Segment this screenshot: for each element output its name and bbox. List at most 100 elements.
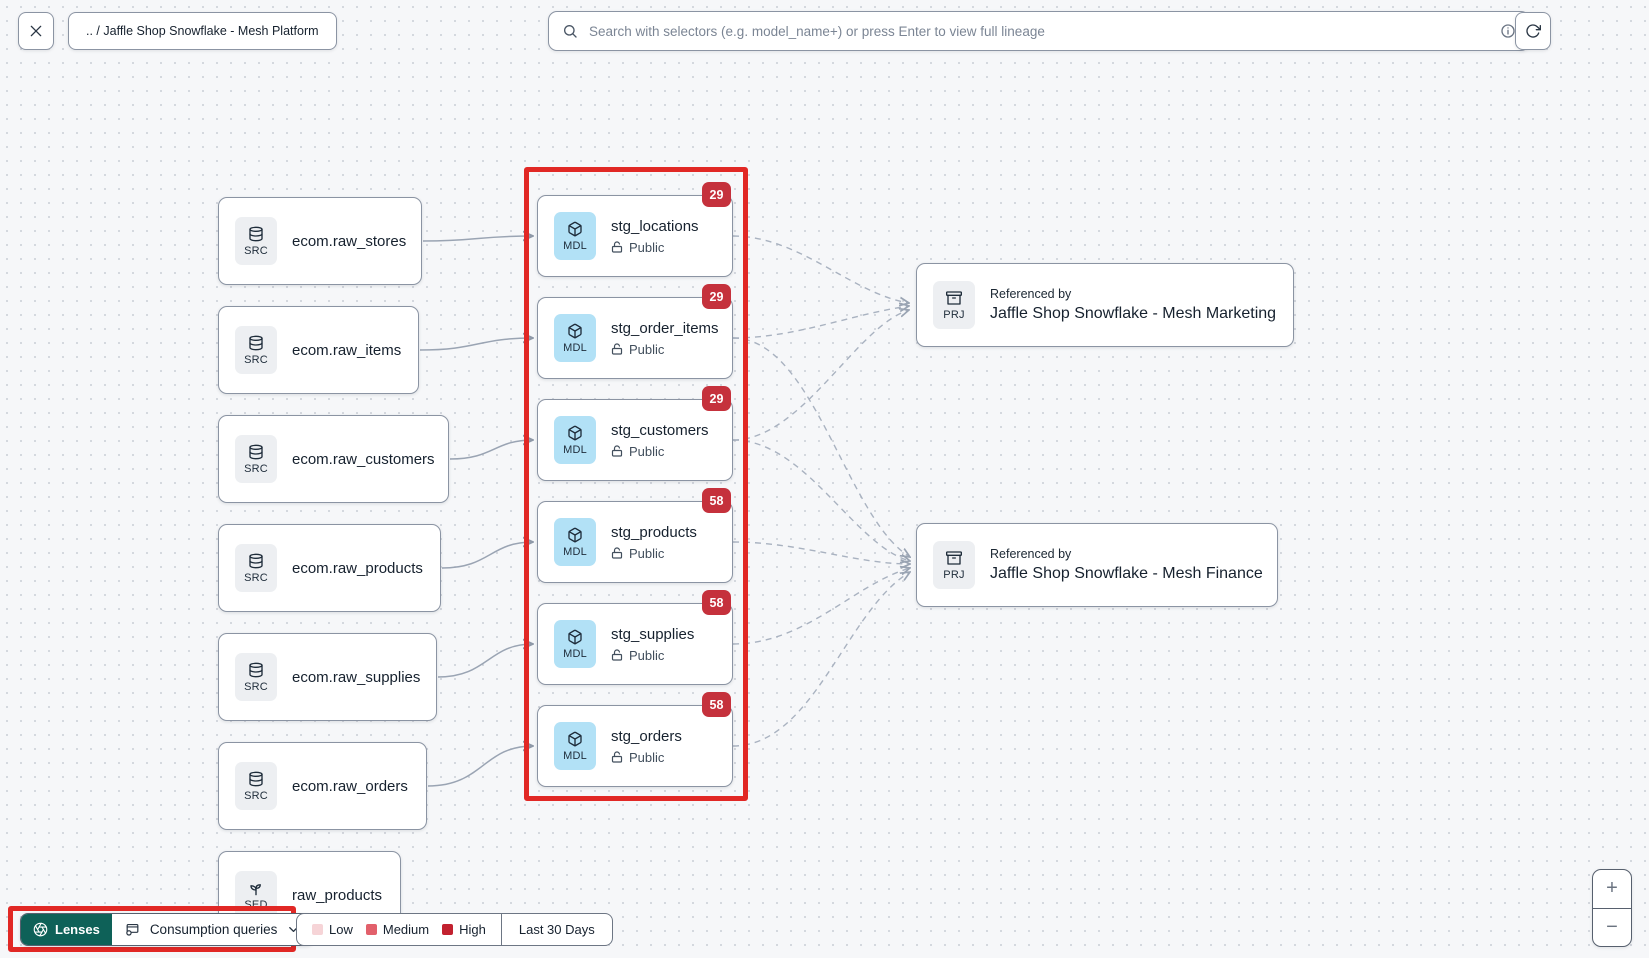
time-range-button[interactable]: Last 30 Days bbox=[502, 914, 612, 945]
database-icon bbox=[248, 444, 264, 460]
model-node-stg-customers[interactable]: 29 MDL stg_customers Public bbox=[537, 386, 733, 481]
node-type-label: MDL bbox=[563, 647, 587, 660]
zoom-out-button[interactable]: − bbox=[1593, 907, 1631, 947]
access-label: Public bbox=[629, 239, 665, 255]
source-node-raw-stores[interactable]: SRC ecom.raw_stores bbox=[218, 197, 422, 285]
legend-item-medium: Medium bbox=[365, 922, 429, 937]
legend-label-low: Low bbox=[329, 922, 353, 937]
unlock-icon bbox=[611, 649, 623, 661]
consumption-count-badge: 29 bbox=[702, 182, 731, 207]
node-label: stg_orders bbox=[611, 727, 682, 745]
lenses-label: Lenses bbox=[55, 922, 100, 937]
database-icon bbox=[248, 771, 264, 787]
lens-select-dropdown[interactable]: Consumption queries bbox=[111, 914, 314, 945]
node-label: ecom.raw_items bbox=[292, 341, 402, 359]
access-row: Public bbox=[611, 750, 682, 765]
model-cube-icon bbox=[567, 629, 583, 645]
node-type-chip: PRJ bbox=[933, 281, 975, 329]
access-label: Public bbox=[629, 443, 665, 459]
node-type-label: PRJ bbox=[943, 308, 965, 321]
access-label: Public bbox=[629, 749, 665, 765]
node-type-chip: SRC bbox=[235, 762, 277, 810]
node-type-label: MDL bbox=[563, 443, 587, 456]
zoom-in-button[interactable]: + bbox=[1606, 877, 1618, 900]
node-type-label: SRC bbox=[244, 353, 268, 366]
legend-swatch-high bbox=[442, 924, 454, 935]
consumption-count-badge: 58 bbox=[702, 692, 731, 717]
project-node-mesh-marketing[interactable]: PRJ Referenced by Jaffle Shop Snowflake … bbox=[916, 263, 1294, 347]
access-label: Public bbox=[629, 647, 665, 663]
access-row: Public bbox=[611, 240, 699, 255]
node-label: stg_locations bbox=[611, 217, 699, 235]
node-type-label: SED bbox=[244, 898, 268, 911]
info-icon[interactable] bbox=[1500, 23, 1516, 39]
node-type-label: MDL bbox=[563, 239, 587, 252]
node-label: ecom.raw_products bbox=[292, 559, 423, 577]
access-label: Public bbox=[629, 341, 665, 357]
source-node-raw-supplies[interactable]: SRC ecom.raw_supplies bbox=[218, 633, 437, 721]
node-type-chip: SRC bbox=[235, 217, 277, 265]
referenced-by-label: Referenced by bbox=[990, 547, 1072, 561]
source-node-raw-items[interactable]: SRC ecom.raw_items bbox=[218, 306, 419, 394]
database-icon bbox=[248, 226, 264, 242]
node-type-label: MDL bbox=[563, 545, 587, 558]
source-node-raw-products[interactable]: SRC ecom.raw_products bbox=[218, 524, 441, 612]
consumption-count-badge: 29 bbox=[702, 284, 731, 309]
model-cube-icon bbox=[567, 221, 583, 237]
unlock-icon bbox=[611, 445, 623, 457]
breadcrumb[interactable]: .. / Jaffle Shop Snowflake - Mesh Platfo… bbox=[68, 12, 337, 50]
node-label: Jaffle Shop Snowflake - Mesh Finance bbox=[990, 565, 1263, 582]
model-node-stg-supplies[interactable]: 58 MDL stg_supplies Public bbox=[537, 590, 733, 685]
close-icon bbox=[28, 23, 44, 39]
source-node-raw-orders[interactable]: SRC ecom.raw_orders bbox=[218, 742, 427, 830]
consumption-count-badge: 58 bbox=[702, 590, 731, 615]
node-type-label: PRJ bbox=[943, 568, 965, 581]
model-cube-icon bbox=[567, 425, 583, 441]
node-type-chip: MDL bbox=[554, 518, 596, 566]
model-cube-icon bbox=[567, 731, 583, 747]
node-type-chip: MDL bbox=[554, 722, 596, 770]
node-type-label: SRC bbox=[244, 680, 268, 693]
model-node-stg-orders[interactable]: 58 MDL stg_orders Public bbox=[537, 692, 733, 787]
time-range-label: Last 30 Days bbox=[518, 922, 595, 937]
access-label: Public bbox=[629, 545, 665, 561]
model-node-stg-order-items[interactable]: 29 MDL stg_order_items Public bbox=[537, 284, 733, 379]
refresh-button[interactable] bbox=[1515, 12, 1551, 50]
model-cube-icon bbox=[567, 323, 583, 339]
model-node-stg-products[interactable]: 58 MDL stg_products Public bbox=[537, 488, 733, 583]
node-type-chip: SRC bbox=[235, 326, 277, 374]
node-type-chip: SRC bbox=[235, 435, 277, 483]
node-type-chip: MDL bbox=[554, 314, 596, 362]
node-type-chip: MDL bbox=[554, 416, 596, 464]
access-row: Public bbox=[611, 444, 709, 459]
database-icon bbox=[248, 553, 264, 569]
node-label: ecom.raw_orders bbox=[292, 777, 408, 795]
refresh-icon bbox=[1525, 23, 1541, 39]
access-row: Public bbox=[611, 648, 694, 663]
search-input[interactable] bbox=[587, 22, 1491, 40]
lenses-button[interactable]: Lenses bbox=[21, 914, 112, 945]
active-lens-label: Consumption queries bbox=[149, 922, 278, 937]
close-button[interactable] bbox=[18, 12, 54, 50]
consumption-query-icon bbox=[124, 921, 141, 938]
legend-swatch-medium bbox=[365, 924, 377, 935]
unlock-icon bbox=[611, 751, 623, 763]
archive-icon bbox=[946, 290, 962, 306]
legend-item-low: Low bbox=[312, 922, 353, 937]
legend-label-high: High bbox=[459, 922, 486, 937]
aperture-icon bbox=[33, 922, 48, 937]
project-node-mesh-finance[interactable]: PRJ Referenced by Jaffle Shop Snowflake … bbox=[916, 523, 1278, 607]
model-node-stg-locations[interactable]: 29 MDL stg_locations Public bbox=[537, 182, 733, 277]
unlock-icon bbox=[611, 547, 623, 559]
node-label: ecom.raw_customers bbox=[292, 450, 435, 468]
consumption-count-badge: 29 bbox=[702, 386, 731, 411]
legend-swatch-low bbox=[312, 924, 323, 935]
node-type-label: SRC bbox=[244, 244, 268, 257]
node-type-label: MDL bbox=[563, 341, 587, 354]
source-node-raw-customers[interactable]: SRC ecom.raw_customers bbox=[218, 415, 449, 503]
node-label: stg_customers bbox=[611, 421, 709, 439]
search-bar[interactable] bbox=[548, 11, 1530, 51]
breadcrumb-label: .. / Jaffle Shop Snowflake - Mesh Platfo… bbox=[86, 24, 319, 38]
access-row: Public bbox=[611, 342, 719, 357]
